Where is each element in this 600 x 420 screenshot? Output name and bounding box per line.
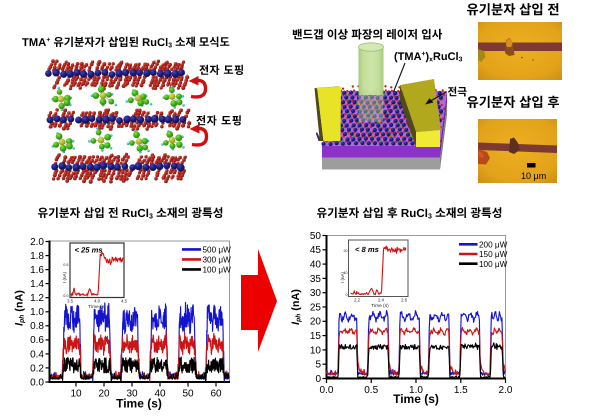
svg-text:3.5: 3.5 <box>67 299 73 304</box>
svg-text:0: 0 <box>315 374 321 385</box>
svg-text:0.5: 0.5 <box>364 385 378 396</box>
svg-text:40: 40 <box>310 260 322 271</box>
svg-text:I (nA): I (nA) <box>62 271 67 283</box>
svg-text:20: 20 <box>310 317 322 328</box>
svg-text:Time (s): Time (s) <box>88 304 106 310</box>
svg-text:10: 10 <box>310 345 322 356</box>
svg-text:60: 60 <box>210 389 222 400</box>
svg-text:Time (s): Time (s) <box>116 397 162 411</box>
svg-text:5: 5 <box>315 360 321 371</box>
svg-text:1.8: 1.8 <box>30 251 44 262</box>
svg-text:1.0: 1.0 <box>30 307 44 318</box>
svg-text:1.2: 1.2 <box>30 293 44 304</box>
svg-text:25: 25 <box>310 302 322 313</box>
svg-text:30: 30 <box>310 288 322 299</box>
svg-text:35: 35 <box>310 274 322 285</box>
svg-text:I (nA): I (nA) <box>340 271 345 283</box>
svg-text:4.5: 4.5 <box>121 299 127 304</box>
svg-text:1.5: 1.5 <box>454 385 468 396</box>
svg-text:200 μW: 200 μW <box>479 240 508 249</box>
svg-text:50: 50 <box>182 389 194 400</box>
svg-text:2.6: 2.6 <box>401 298 407 303</box>
svg-text:0: 0 <box>346 293 348 297</box>
svg-text:0.5: 0.5 <box>63 263 68 267</box>
svg-text:15: 15 <box>310 331 322 342</box>
svg-text:Time (s): Time (s) <box>371 303 389 309</box>
svg-text:0.0: 0.0 <box>320 385 334 396</box>
svg-text:100 μW: 100 μW <box>203 266 232 275</box>
svg-text:4.0: 4.0 <box>94 299 100 304</box>
svg-text:2.0: 2.0 <box>30 237 44 248</box>
svg-text:0.6: 0.6 <box>30 335 44 346</box>
svg-text:20: 20 <box>344 249 348 253</box>
svg-text:2.2: 2.2 <box>354 298 360 303</box>
svg-text:0.8: 0.8 <box>30 321 44 332</box>
svg-text:2.4: 2.4 <box>378 298 384 303</box>
svg-text:2.0: 2.0 <box>499 385 513 396</box>
svg-text:500 μW: 500 μW <box>203 246 232 255</box>
svg-text:50: 50 <box>310 231 322 242</box>
svg-text:10 μm: 10 μm <box>521 171 546 181</box>
svg-text:10: 10 <box>70 389 82 400</box>
svg-text:0.0: 0.0 <box>63 294 68 298</box>
svg-text:150 μW: 150 μW <box>479 250 508 259</box>
svg-text:100 μW: 100 μW <box>479 260 508 269</box>
svg-text:300 μW: 300 μW <box>203 256 232 265</box>
svg-text:0.0: 0.0 <box>30 377 44 388</box>
svg-text:0.4: 0.4 <box>30 349 44 360</box>
svg-text:Time (s): Time (s) <box>393 392 439 406</box>
svg-text:0.2: 0.2 <box>30 363 44 374</box>
svg-text:1.6: 1.6 <box>30 265 44 276</box>
svg-text:45: 45 <box>310 245 322 256</box>
svg-text:1.4: 1.4 <box>30 279 44 290</box>
svg-text:20: 20 <box>98 389 110 400</box>
